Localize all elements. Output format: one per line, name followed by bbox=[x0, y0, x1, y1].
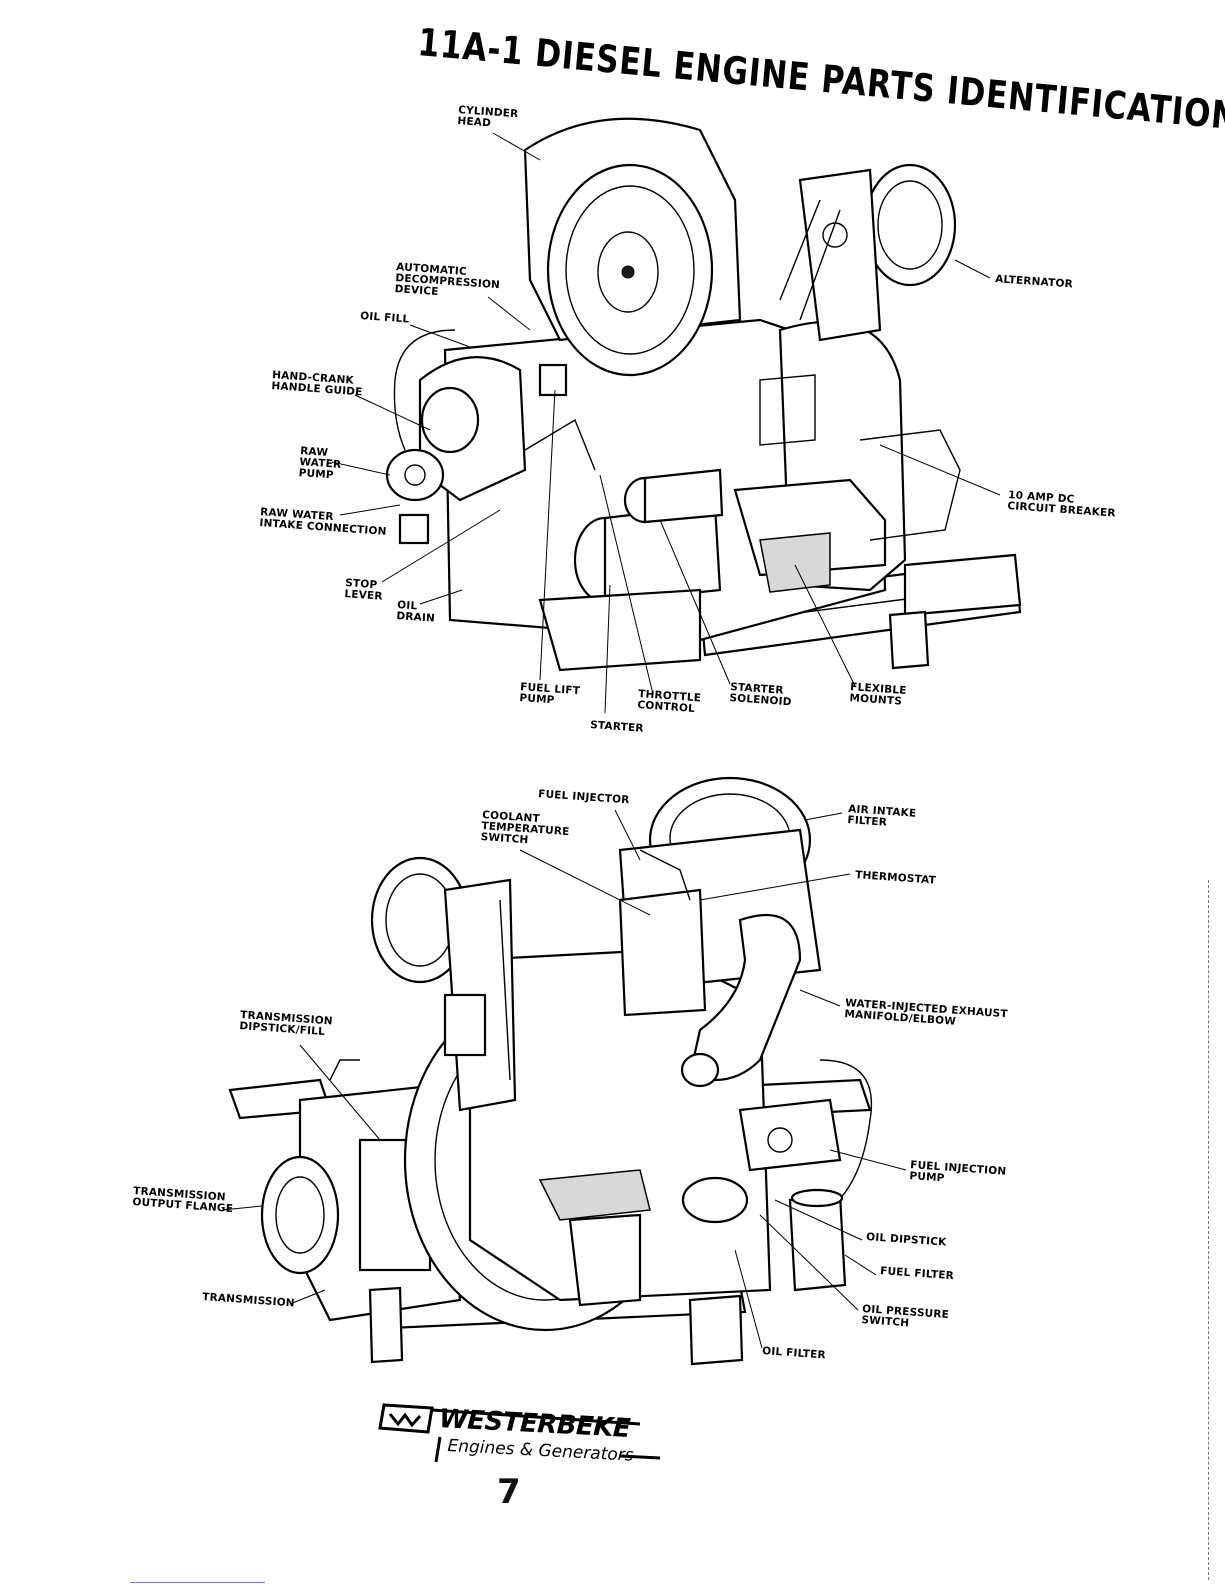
label-alternator: ALTERNATOR bbox=[995, 273, 1073, 290]
label-cylinder-head: CYLINDERHEAD bbox=[457, 104, 519, 131]
labels-top: CYLINDERHEAD AUTOMATICDECOMPRESSIONDEVIC… bbox=[259, 104, 1117, 735]
page-number: 7 bbox=[497, 1472, 521, 1512]
label-oil-pressure-switch: OIL PRESSURESWITCH bbox=[861, 1303, 949, 1332]
label-thermostat: THERMOSTAT bbox=[855, 869, 937, 887]
label-10-amp-dc-circuit-breaker: 10 AMP DCCIRCUIT BREAKER bbox=[1007, 489, 1117, 520]
label-transmission: TRANSMISSION bbox=[202, 1291, 295, 1309]
label-oil-filter: OIL FILTER bbox=[762, 1345, 826, 1361]
footer-rule bbox=[130, 1582, 265, 1583]
label-stop-lever: STOPLEVER bbox=[344, 577, 384, 603]
engine-illustration-top bbox=[385, 117, 1022, 672]
label-fuel-lift-pump: FUEL LIFTPUMP bbox=[519, 681, 581, 708]
label-fuel-injector: FUEL INJECTOR bbox=[538, 788, 630, 806]
label-raw-water-pump: RAWWATERPUMP bbox=[298, 445, 342, 482]
label-transmission-dipstick-fill: TRANSMISSIONDIPSTICK/FILL bbox=[239, 1009, 333, 1038]
leader-lines-bottom bbox=[221, 809, 907, 1349]
label-oil-drain: OILDRAIN bbox=[396, 599, 436, 625]
engine-illustration-bottom bbox=[228, 776, 873, 1366]
label-transmission-output-flange: TRANSMISSIONOUTPUT FLANGE bbox=[132, 1185, 234, 1215]
page-edge-dashes bbox=[1208, 880, 1209, 1580]
label-fuel-injection-pump: FUEL INJECTIONPUMP bbox=[909, 1159, 1007, 1189]
label-starter-solenoid: STARTERSOLENOID bbox=[729, 681, 793, 708]
label-coolant-temperature-switch: COOLANTTEMPERATURESWITCH bbox=[480, 809, 570, 849]
label-automatic-decompression-device: AUTOMATICDECOMPRESSIONDEVICE bbox=[394, 261, 501, 302]
label-flexible-mounts: FLEXIBLEMOUNTS bbox=[849, 681, 907, 708]
label-air-intake-filter: AIR INTAKEFILTER bbox=[847, 803, 917, 831]
westerbeke-logo-icon bbox=[378, 1403, 661, 1463]
label-oil-fill: OIL FILL bbox=[360, 310, 410, 325]
label-throttle-control: THROTTLECONTROL bbox=[637, 688, 701, 715]
label-hand-crank-handle-guide: HAND-CRANKHANDLE GUIDE bbox=[271, 369, 364, 398]
leader-lines-top bbox=[331, 132, 1001, 714]
label-starter: STARTER bbox=[590, 719, 644, 735]
label-water-injected-exhaust-manifold-elbow: WATER-INJECTED EXHAUSTMANIFOLD/ELBOW bbox=[844, 997, 1009, 1031]
label-fuel-filter: FUEL FILTER bbox=[880, 1265, 955, 1282]
label-oil-dipstick: OIL DIPSTICK bbox=[866, 1231, 948, 1249]
label-raw-water-intake-connection: RAW WATERINTAKE CONNECTION bbox=[259, 506, 388, 538]
